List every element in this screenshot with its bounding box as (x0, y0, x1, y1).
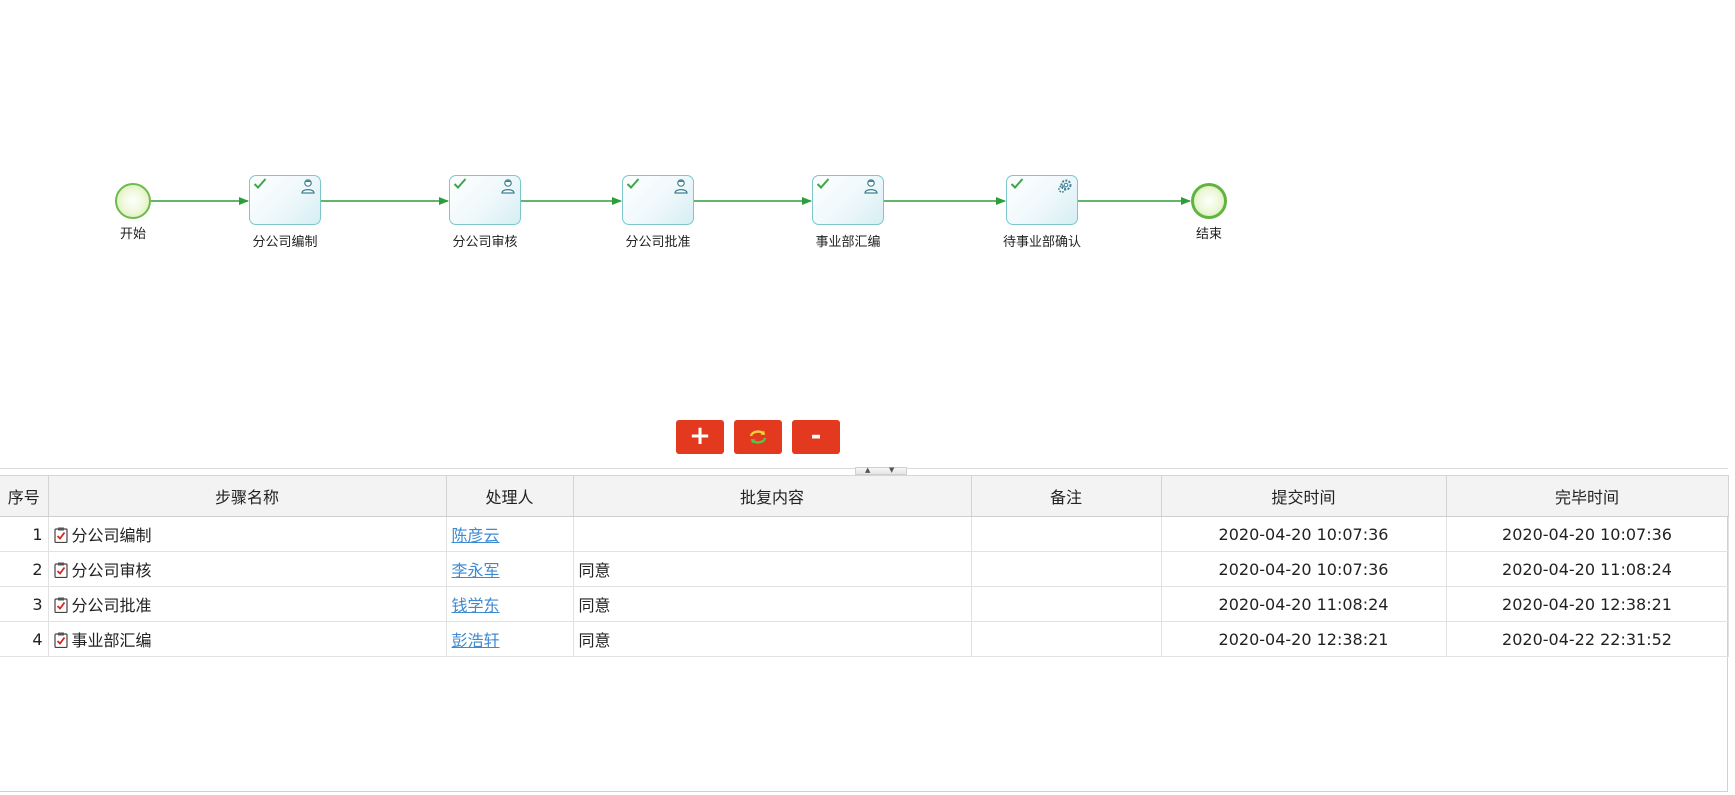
completed-check-icon (253, 178, 267, 189)
clipboard-check-icon (53, 632, 68, 648)
step-name-cell: 分公司编制 (48, 516, 447, 552)
refresh-icon (749, 430, 767, 444)
completed-check-icon (626, 178, 640, 189)
start-event[interactable] (115, 183, 151, 219)
column-header-submit-time[interactable]: 提交时间 (1161, 475, 1447, 517)
column-header-reply[interactable]: 批复内容 (573, 475, 972, 517)
panel-splitter[interactable]: ▲ ▼ (0, 466, 1735, 475)
remark-cell (971, 551, 1162, 587)
submit-time-cell: 2020-04-20 10:07:36 (1161, 551, 1447, 587)
step-name-cell: 分公司批准 (48, 586, 447, 622)
submit-time-cell: 2020-04-20 11:08:24 (1161, 586, 1447, 622)
flow-connectors (151, 197, 1191, 205)
clipboard-check-icon (53, 597, 68, 613)
submit-time-cell: 2020-04-20 12:38:21 (1161, 621, 1447, 657)
column-header-step-name[interactable]: 步骤名称 (48, 475, 447, 517)
finish-time-cell: 2020-04-20 11:08:24 (1446, 551, 1729, 587)
column-header-handler[interactable]: 处理人 (446, 475, 574, 517)
finish-time-cell: 2020-04-22 22:31:52 (1446, 621, 1729, 657)
task-node-2-label: 分公司审核 (452, 235, 518, 250)
zoom-out-button[interactable]: - (792, 420, 840, 454)
handler-link[interactable]: 陈彦云 (451, 526, 500, 545)
task-node-1-label: 分公司编制 (252, 235, 318, 250)
finish-time-cell: 2020-04-20 10:07:36 (1446, 516, 1729, 552)
handler-link[interactable]: 彭浩轩 (451, 631, 500, 650)
end-event[interactable] (1191, 183, 1227, 219)
column-header-remark[interactable]: 备注 (971, 475, 1162, 517)
handler-cell: 彭浩轩 (446, 621, 574, 657)
clipboard-check-icon (53, 562, 68, 578)
diagram-toolbar: + - (676, 420, 840, 454)
row-index: 1 (0, 516, 49, 552)
task-node-5-label: 待事业部确认 (1002, 235, 1082, 250)
reply-cell: 同意 (573, 551, 972, 587)
remark-cell (971, 516, 1162, 552)
splitter-grip[interactable]: ▲ ▼ (855, 466, 907, 475)
step-name-cell: 事业部汇编 (48, 621, 447, 657)
task-node-2[interactable] (449, 175, 521, 225)
completed-check-icon (453, 178, 467, 189)
end-event-label: 结束 (1195, 227, 1223, 242)
table-row[interactable]: 4 事业部汇编 彭浩轩 同意 2020-04-20 12:38:21 2020-… (0, 621, 1729, 657)
reply-cell: 同意 (573, 621, 972, 657)
row-index: 3 (0, 586, 49, 622)
approval-history-grid: 序号 步骤名称 处理人 批复内容 备注 提交时间 完毕时间 1 分公司编制 陈彦… (0, 475, 1729, 792)
task-node-3-label: 分公司批准 (625, 235, 691, 250)
user-icon (674, 179, 688, 194)
task-node-3[interactable] (622, 175, 694, 225)
table-header-row: 序号 步骤名称 处理人 批复内容 备注 提交时间 完毕时间 (0, 475, 1729, 517)
reply-cell (573, 516, 972, 552)
start-event-label: 开始 (119, 227, 147, 242)
handler-link[interactable]: 钱学东 (451, 596, 500, 615)
zoom-in-button[interactable]: + (676, 420, 724, 454)
task-node-4[interactable] (812, 175, 884, 225)
clipboard-check-icon (53, 527, 68, 543)
submit-time-cell: 2020-04-20 10:07:36 (1161, 516, 1447, 552)
handler-cell: 陈彦云 (446, 516, 574, 552)
user-icon (501, 179, 515, 194)
user-icon (864, 179, 878, 194)
approval-history-table: 序号 步骤名称 处理人 批复内容 备注 提交时间 完毕时间 1 分公司编制 陈彦… (0, 475, 1729, 657)
table-row[interactable]: 2 分公司审核 李永军 同意 2020-04-20 10:07:36 2020-… (0, 551, 1729, 587)
table-row[interactable]: 1 分公司编制 陈彦云 2020-04-20 10:07:36 2020-04-… (0, 516, 1729, 552)
step-name-text: 分公司审核 (71, 561, 152, 580)
handler-link[interactable]: 李永军 (451, 561, 500, 580)
step-name-text: 分公司批准 (71, 596, 152, 615)
row-index: 4 (0, 621, 49, 657)
column-header-finish-time[interactable]: 完毕时间 (1446, 475, 1729, 517)
gear-icon (1058, 179, 1072, 193)
collapse-down-icon[interactable]: ▼ (889, 466, 895, 474)
column-header-index[interactable]: 序号 (0, 475, 49, 517)
handler-cell: 钱学东 (446, 586, 574, 622)
reply-cell: 同意 (573, 586, 972, 622)
step-name-text: 分公司编制 (71, 526, 152, 545)
completed-check-icon (1010, 178, 1024, 189)
task-node-1[interactable] (249, 175, 321, 225)
row-index: 2 (0, 551, 49, 587)
completed-check-icon (816, 178, 830, 189)
step-name-cell: 分公司审核 (48, 551, 447, 587)
task-node-5[interactable] (1006, 175, 1078, 225)
process-flow-diagram: 开始 分公司编制 分公司审核 分公司批准 事业部汇编 待事业部确认 结束 (115, 175, 1227, 250)
finish-time-cell: 2020-04-20 12:38:21 (1446, 586, 1729, 622)
task-node-4-label: 事业部汇编 (815, 235, 881, 250)
table-row[interactable]: 3 分公司批准 钱学东 同意 2020-04-20 11:08:24 2020-… (0, 586, 1729, 622)
remark-cell (971, 621, 1162, 657)
refresh-button[interactable] (734, 420, 782, 454)
handler-cell: 李永军 (446, 551, 574, 587)
user-icon (301, 179, 315, 194)
step-name-text: 事业部汇编 (71, 631, 152, 650)
collapse-up-icon[interactable]: ▲ (865, 466, 871, 474)
remark-cell (971, 586, 1162, 622)
